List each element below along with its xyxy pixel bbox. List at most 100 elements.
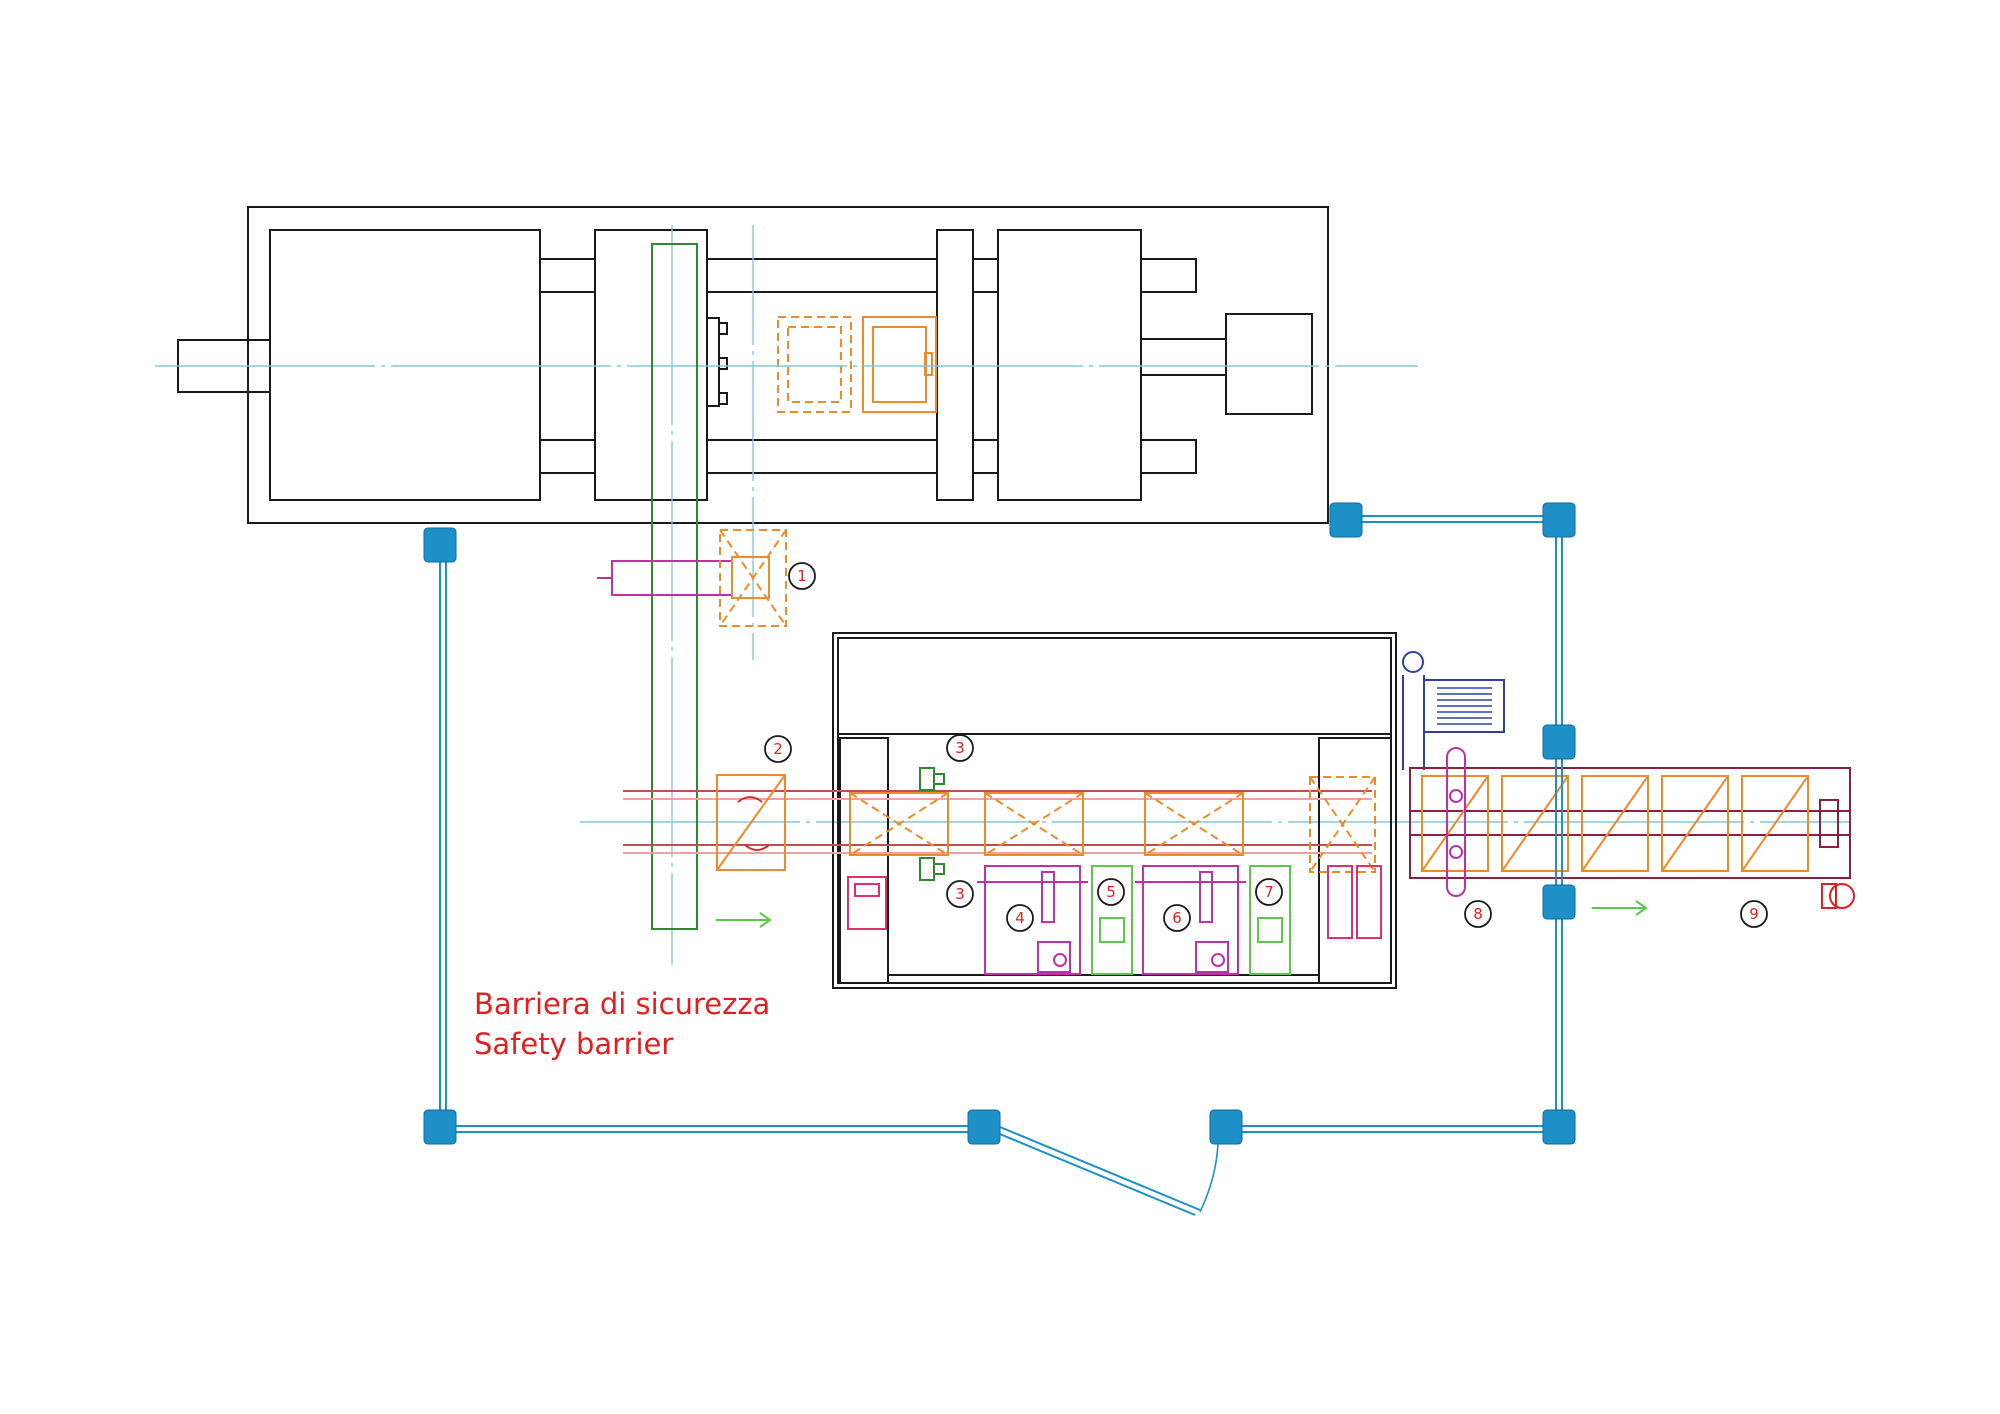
callout-9-label: 9 [1749, 905, 1759, 923]
conveyor-frame [1409, 767, 1851, 879]
mould-half-fixed [777, 316, 852, 413]
callout-9-circle [1740, 900, 1768, 928]
unit-6 [1142, 865, 1239, 975]
barrier-post [1542, 1109, 1576, 1145]
fan-icon [1402, 651, 1424, 673]
callout-7: 7 [1255, 878, 1283, 906]
sensor-top-head [933, 773, 945, 785]
access-door-inner [999, 1126, 1201, 1211]
clamp-unit [997, 229, 1142, 501]
unit-8-roller-top [1449, 789, 1463, 803]
gripper-head [731, 556, 770, 599]
gripper-diagonal-b [719, 529, 787, 627]
centre-axes [155, 225, 1850, 965]
mould-half-moving [862, 316, 937, 413]
barrier-post [1542, 502, 1576, 538]
conveyor-part [1421, 775, 1489, 872]
callout-6-label: 6 [1172, 909, 1182, 927]
sensor-bottom-head [933, 863, 945, 875]
rotation-station [716, 774, 786, 871]
barrier-posts [423, 502, 1576, 1145]
callout-2-circle [764, 735, 792, 763]
control-panel-left-display [854, 883, 880, 897]
callout-2-label: 2 [773, 740, 783, 758]
callout-5-label: 5 [1106, 883, 1116, 901]
conveyor-part-diagonal [1581, 775, 1649, 872]
unit-6-shaft [1211, 953, 1225, 967]
station-pillar-left [839, 737, 889, 984]
tie-bar-bottom-mid [706, 439, 938, 474]
conveyor-part [1581, 775, 1649, 872]
unit-6-motor [1195, 941, 1229, 973]
station-pillar-right [1318, 737, 1392, 984]
ejector-plate [924, 352, 933, 376]
conveyor-part-diagonal [1741, 775, 1809, 872]
barrier-label-en: Safety barrier [474, 1027, 673, 1061]
callout-1-label: 1 [797, 567, 807, 585]
barrier-post [423, 527, 457, 563]
rotation-station-diagonal [716, 774, 786, 871]
unit-7-body [1257, 917, 1283, 943]
clamp-cylinder-rod [1140, 338, 1227, 376]
callout-3-top: 3 [946, 734, 974, 762]
robot-traverse-beam [597, 243, 787, 930]
conveyor-part-diagonal [1661, 775, 1729, 872]
flow-arrows [716, 900, 1648, 928]
callout-3-bottom: 3 [946, 880, 974, 908]
part-a-diagonal-2 [849, 792, 949, 856]
conveyor-part-diagonal [1501, 775, 1569, 872]
unit-6-head [1199, 871, 1213, 923]
arrow-right-icon [1592, 900, 1648, 916]
callout-6-circle [1163, 904, 1191, 932]
callout-2: 2 [764, 735, 792, 763]
callout-1-circle [788, 562, 816, 590]
barrier-label-it: Barriera di sicurezza [474, 987, 770, 1021]
callout-4-label: 4 [1015, 909, 1025, 927]
tie-bar-bottom-right-a [972, 439, 999, 474]
machine-frame [247, 206, 1329, 524]
nozzle-plate [706, 317, 720, 407]
callout-9: 9 [1740, 900, 1768, 928]
callout-1: 1 [788, 562, 816, 590]
gripper-position-1 [719, 529, 787, 627]
unit-8-roller-bottom [1449, 845, 1463, 859]
unit-4 [984, 865, 1081, 975]
moving-platen [936, 229, 974, 501]
callout-3-bottom-circle [946, 880, 974, 908]
callout-8-circle [1464, 900, 1492, 928]
barrier-post [967, 1109, 1001, 1145]
callout-3-top-circle [946, 734, 974, 762]
access-door[interactable] [994, 1131, 1196, 1216]
nozzle-pin [718, 392, 728, 405]
extraction-unit [1402, 651, 1505, 770]
conveyor-end-roller [1819, 799, 1839, 848]
callout-4: 4 [1006, 904, 1034, 932]
barrier-post [1329, 502, 1363, 538]
output-conveyor [1409, 747, 1855, 909]
unit-4-head [1041, 871, 1055, 923]
arrow-right-icon [716, 912, 772, 928]
injection-unit [269, 229, 541, 501]
tie-bar-bottom-right-b [1140, 439, 1197, 474]
injection-moulding-machine [177, 206, 1329, 524]
unit-7 [1249, 865, 1291, 975]
conveyor-part [1661, 775, 1729, 872]
callout-5-circle [1097, 878, 1125, 906]
nozzle-pin [718, 322, 728, 335]
callout-3-bottom-label: 3 [955, 885, 965, 903]
barrier-post [1542, 884, 1576, 920]
motor-cooling-fins [1437, 687, 1492, 725]
barrier-post [1542, 724, 1576, 760]
part-position-a [849, 792, 949, 856]
callout-5: 5 [1097, 878, 1125, 906]
tie-bar-top-right-b [1140, 258, 1197, 293]
tie-bar-top-right-a [972, 258, 999, 293]
sensor-top [919, 767, 935, 791]
mould-cavity-moving [872, 326, 927, 403]
mould-cavity-fixed [787, 326, 842, 403]
unit-4-shaft [1053, 953, 1067, 967]
part-position-c [1144, 792, 1244, 856]
unit-5 [1091, 865, 1133, 975]
callout-7-circle [1255, 878, 1283, 906]
